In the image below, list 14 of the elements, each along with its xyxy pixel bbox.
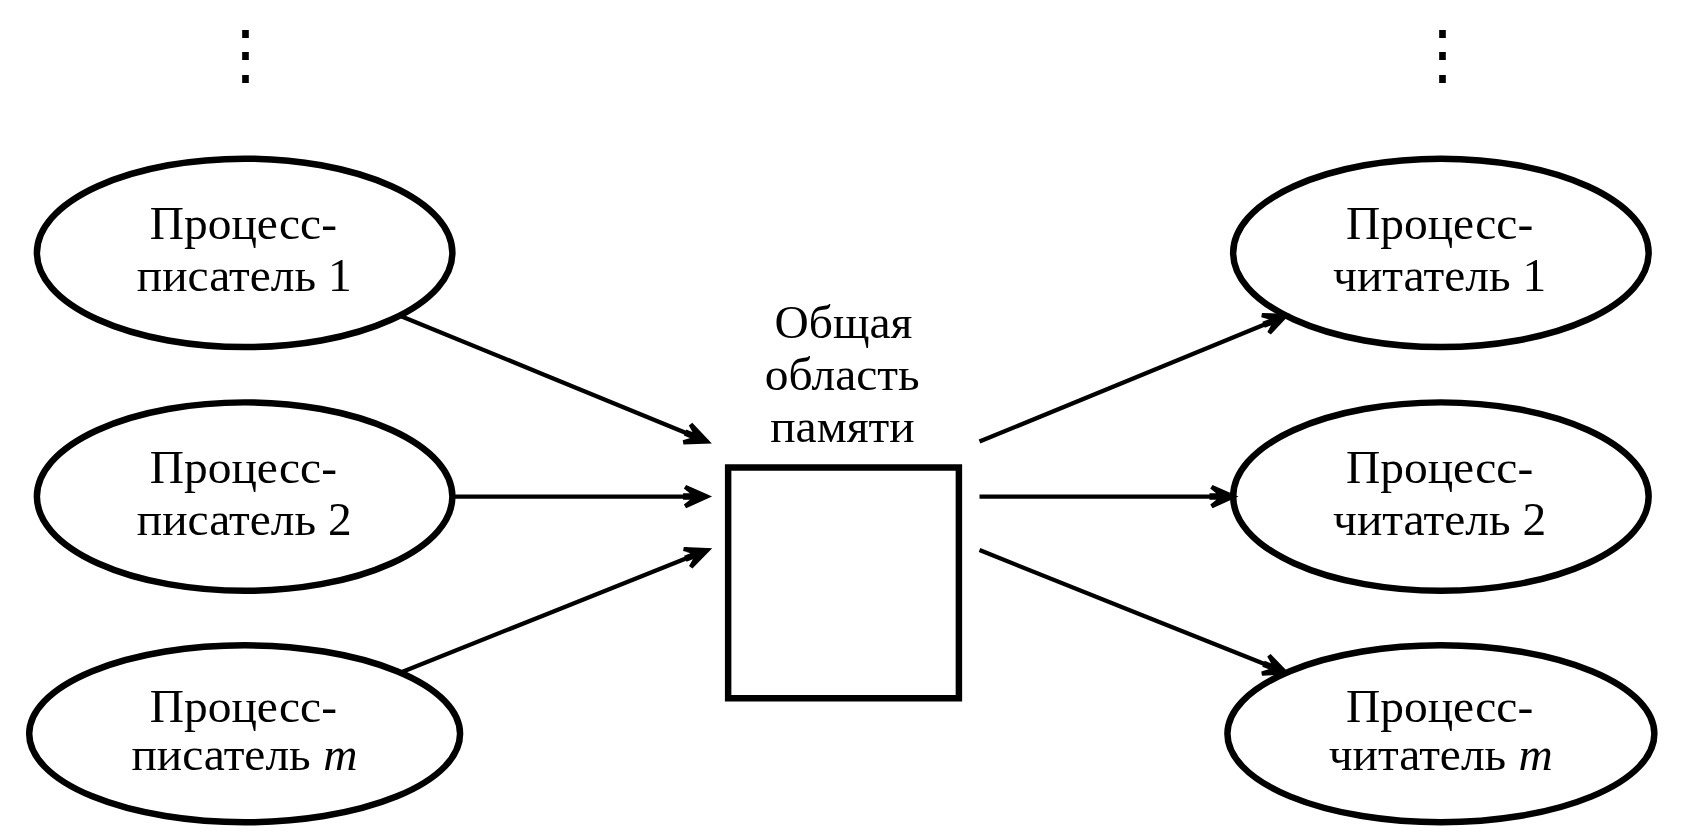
arrow [978, 548, 1288, 676]
node-ellipse: Процесс- писатель 1 [33, 155, 456, 351]
node-label: Общая область памяти [764, 296, 920, 452]
label: ⋮ [1409, 19, 1475, 92]
node-box [724, 464, 962, 702]
arrow [399, 546, 709, 675]
arrow [398, 313, 709, 445]
node-ellipse: Процесс- читатель 2 [1229, 399, 1652, 595]
node-ellipse: Процесс- читатель 1 [1229, 155, 1652, 351]
arrow [978, 312, 1288, 444]
node-ellipse: Процесс- писатель 2 [33, 399, 456, 595]
node-ellipse: Процесс- писатель m [25, 642, 463, 826]
label: ⋮ [212, 19, 278, 92]
node-ellipse: Процесс- читатель m [1223, 642, 1658, 826]
